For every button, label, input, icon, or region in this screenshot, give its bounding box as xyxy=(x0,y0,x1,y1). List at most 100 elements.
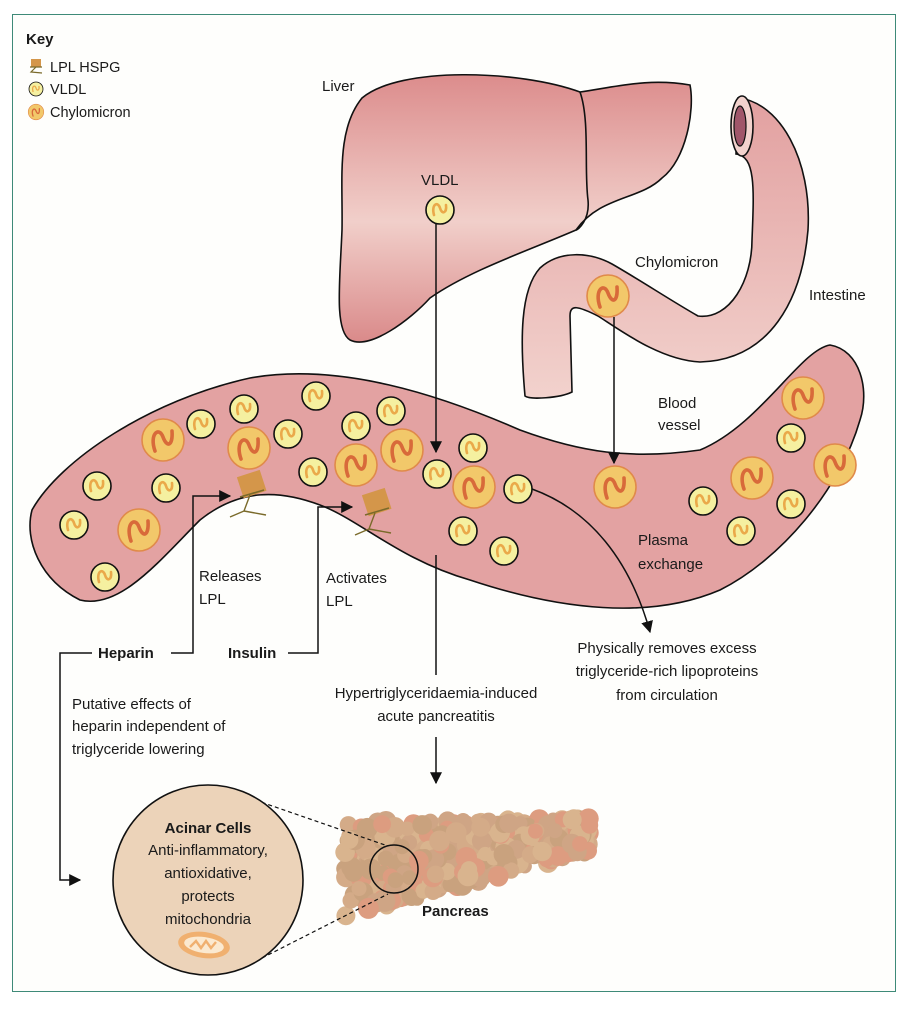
pancreas-lobule xyxy=(471,817,491,837)
pancreas-lobule xyxy=(339,816,358,834)
chylomicron-particle xyxy=(812,442,858,488)
releases-lpl-label-line1: Releases xyxy=(199,568,262,585)
lpl-hspg-icon xyxy=(29,59,43,74)
key-legend: Key LPL HSPG VLDL Chylomicron xyxy=(26,31,131,121)
putative-effects-line2: heparin independent of xyxy=(72,718,226,735)
pancreas-lobule xyxy=(357,897,379,919)
vldl-particle xyxy=(687,485,719,517)
blood-vessel-label-line1: Blood xyxy=(658,395,696,412)
putative-effects-line1: Putative effects of xyxy=(72,696,192,713)
pancreas-lobule xyxy=(532,841,552,862)
pancreas-lobule xyxy=(373,890,396,912)
pancreas-lobule xyxy=(488,866,509,887)
insulin-arrow xyxy=(288,501,354,654)
pancreas-lobule xyxy=(402,870,417,885)
blood-vessel-label-line2: vessel xyxy=(658,417,701,434)
putative-effects-line3: triglyceride lowering xyxy=(72,741,205,758)
vldl-particle xyxy=(297,456,329,488)
vldl-particle xyxy=(81,470,113,502)
activates-lpl-label-line1: Activates xyxy=(326,570,387,587)
vldl-icon xyxy=(28,81,44,97)
plasma-exchange-label-line2: exchange xyxy=(638,556,703,573)
insulin-label: Insulin xyxy=(228,645,276,662)
acinar-cell-circle xyxy=(112,784,304,976)
vldl-particle xyxy=(375,395,407,427)
key-label-vldl: VLDL xyxy=(50,82,86,98)
intestine-label: Intestine xyxy=(809,287,866,304)
vldl-particle xyxy=(775,422,807,454)
pancreas-lobule xyxy=(499,813,519,833)
chylomicron-particle xyxy=(729,455,775,501)
vldl-particle xyxy=(228,393,260,425)
removal-label-line2: triglyceride-rich lipoproteins xyxy=(576,663,759,680)
removal-label-line3: from circulation xyxy=(616,687,718,704)
pancreas-lobule xyxy=(377,850,394,867)
pancreas-lobule xyxy=(340,830,359,849)
pancreas-lobule xyxy=(344,862,363,882)
vldl-particle xyxy=(447,515,479,547)
liver-label: Liver xyxy=(322,78,355,95)
key-title: Key xyxy=(26,31,54,48)
pancreatitis-label-line1: Hypertriglyceridaemia-induced xyxy=(335,685,538,702)
vldl-particle xyxy=(150,472,182,504)
pancreas-lobule xyxy=(457,865,479,887)
pancreas-lobule xyxy=(528,823,543,839)
chylomicron-icon xyxy=(27,103,45,121)
chylomicron-particle xyxy=(140,417,186,463)
removal-label-line1: Physically removes excess xyxy=(577,640,756,657)
pancreas-lobule xyxy=(426,865,445,883)
pancreatitis-label-line2: acute pancreatitis xyxy=(377,708,495,725)
plasma-exchange-label-line1: Plasma xyxy=(638,532,689,549)
pancreas-lobule xyxy=(424,883,442,900)
vldl-particle xyxy=(58,509,90,541)
plasma-exchange-arrow xyxy=(531,488,653,634)
vldl-particle xyxy=(300,380,332,412)
mitochondria-icon xyxy=(178,931,230,959)
chylomicron-label: Chylomicron xyxy=(635,254,718,271)
flow-arrows xyxy=(59,224,653,886)
chylomicron-particle xyxy=(226,425,272,471)
pancreas-lobule xyxy=(445,822,467,843)
activates-lpl-label-line2: LPL xyxy=(326,593,353,610)
pancreas-label: Pancreas xyxy=(422,903,489,920)
vldl-particle-liver xyxy=(424,194,456,226)
vldl-particle xyxy=(185,408,217,440)
pancreas-lobule xyxy=(581,816,599,834)
pancreas-lobule xyxy=(547,823,563,839)
acinar-line1: Anti-inflammatory, xyxy=(148,842,268,859)
vldl-particle xyxy=(272,418,304,450)
pancreas-lobule xyxy=(373,815,391,834)
vldl-particle xyxy=(775,488,807,520)
pancreas-lobule xyxy=(401,888,417,904)
acinar-title: Acinar Cells xyxy=(165,820,252,837)
vldl-particle xyxy=(89,561,121,593)
vldl-particle xyxy=(488,535,520,567)
acinar-zoom xyxy=(112,784,419,976)
pancreas-lobule xyxy=(351,881,367,897)
chylomicron-particle xyxy=(592,464,638,510)
vldl-particle xyxy=(421,458,453,490)
chylomicron-particle xyxy=(451,464,497,510)
heparin-putative-arrow xyxy=(59,652,92,886)
key-label-lpl-hspg: LPL HSPG xyxy=(50,60,120,76)
liver xyxy=(338,73,693,343)
magnify-circle xyxy=(369,844,419,894)
chylomicron-particle xyxy=(116,507,162,553)
pancreas xyxy=(335,808,599,926)
acinar-line3: protects xyxy=(181,888,234,905)
pancreas-lobule xyxy=(478,846,493,862)
key-label-chylomicron: Chylomicron xyxy=(50,105,131,121)
pancreas-lobule xyxy=(429,830,450,852)
pancreas-lobule xyxy=(493,844,515,865)
vldl-label: VLDL xyxy=(421,172,459,189)
chylomicron-particle xyxy=(333,442,379,488)
acinar-line2: antioxidative, xyxy=(164,865,252,882)
acinar-line4: mitochondria xyxy=(165,911,252,928)
heparin-label: Heparin xyxy=(98,645,154,662)
pancreas-lobule xyxy=(562,810,582,830)
chylomicron-particle-intestine xyxy=(585,273,631,319)
vldl-particle xyxy=(457,432,489,464)
vldl-particle xyxy=(340,410,372,442)
vldl-particle xyxy=(502,473,534,505)
